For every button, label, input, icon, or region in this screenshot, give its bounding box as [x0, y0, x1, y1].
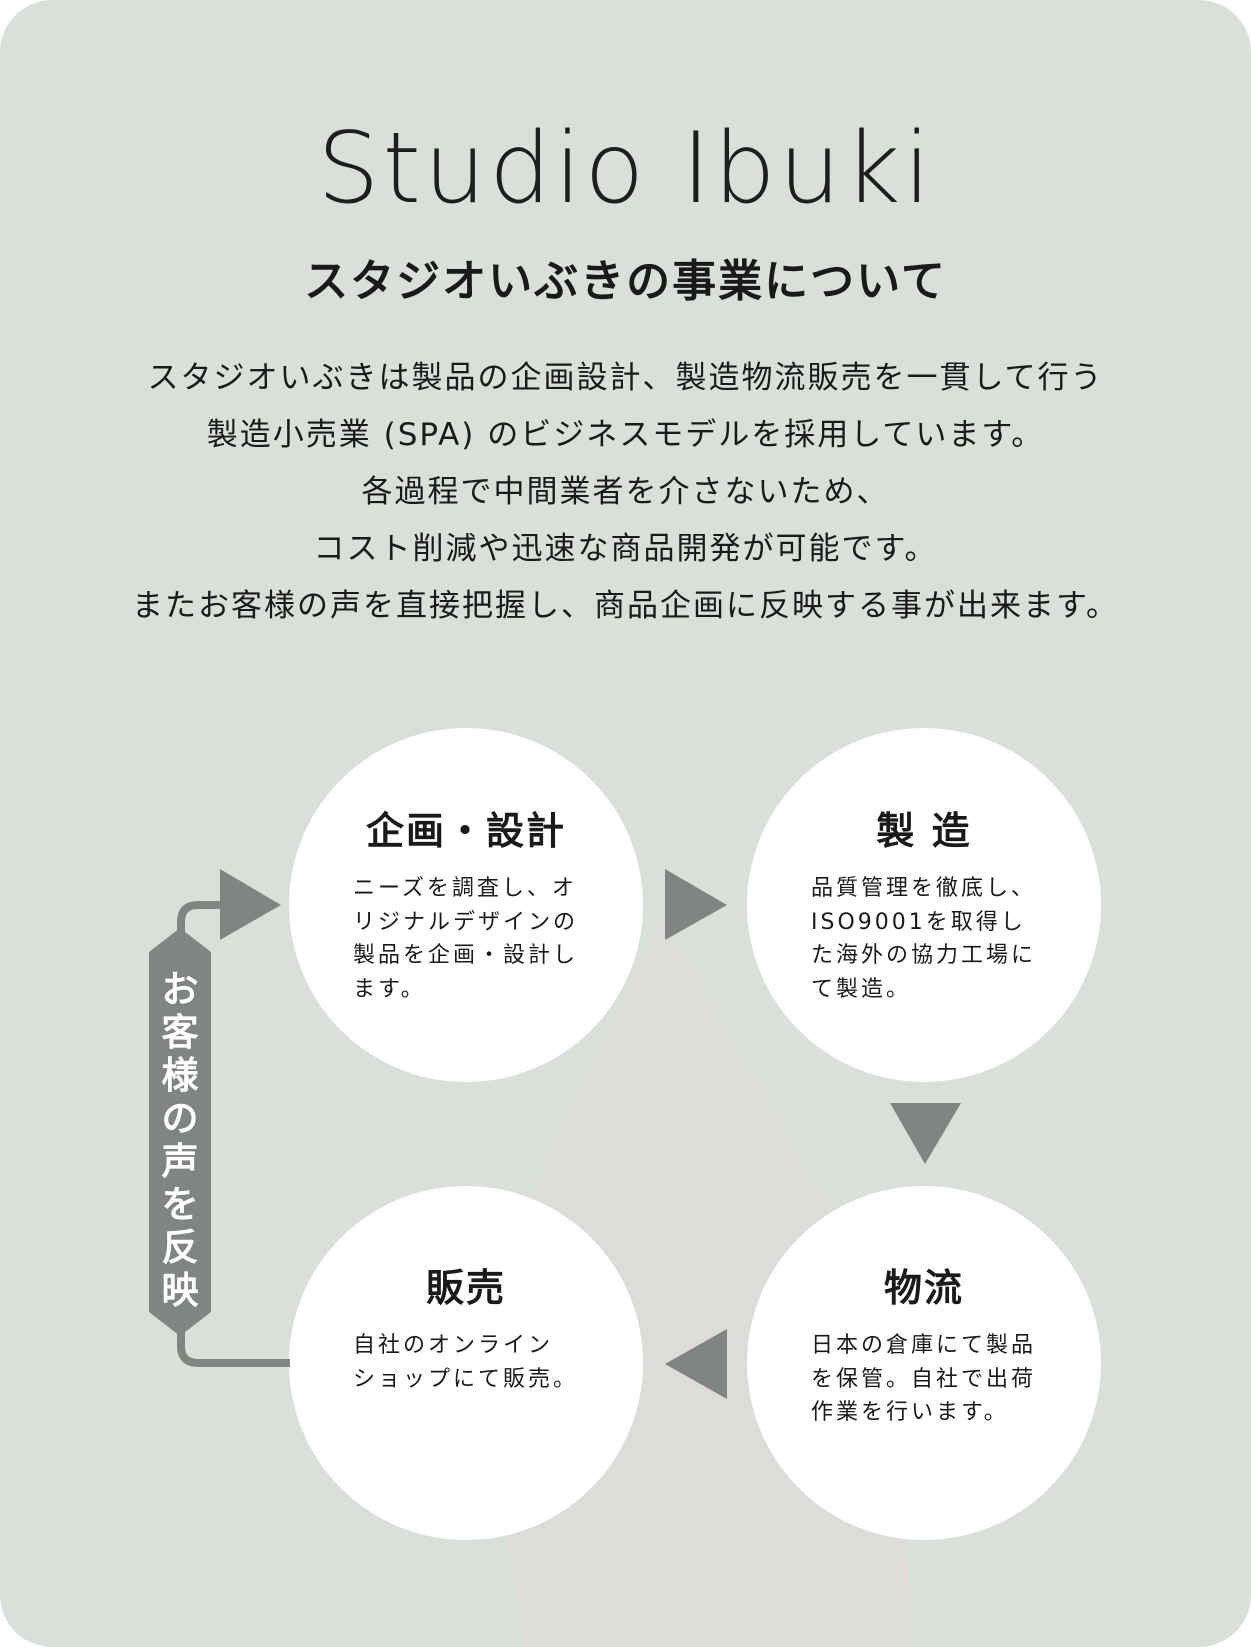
intro-text: スタジオいぶきは製品の企画設計、製造物流販売を一貫して行う 製造小売業 (SPA… [0, 350, 1251, 635]
step-body-planning: ニーズを調査し、オ リジナルデザインの 製品を企画・設計し ます。 [353, 872, 593, 1006]
step-body-line: ます。 [353, 976, 426, 1002]
intro-line: コスト削減や迅速な商品開発が可能です。 [313, 531, 938, 567]
arrow-right-icon [665, 869, 727, 940]
intro-line: 製造小売業 (SPA) のビジネスモデルを採用しています。 [206, 417, 1045, 453]
feedback-char: を [161, 1183, 199, 1226]
feedback-char: の [161, 1097, 199, 1140]
brand-title: Studio Ibuki [317, 112, 934, 226]
step-body-line: 作業を行います。 [811, 1400, 1009, 1425]
intro-line: またお客様の声を直接把握し、商品企画に反映する事が出来ます。 [132, 588, 1119, 624]
intro-line: スタジオいぶきは製品の企画設計、製造物流販売を一貫して行う [147, 360, 1104, 396]
arrow-left-icon [665, 1329, 727, 1399]
step-title-sales: 販売 [425, 1266, 506, 1310]
step-body-line: 自社のオンライン [353, 1333, 554, 1358]
step-body-line: 日本の倉庫にて製品 [811, 1333, 1037, 1358]
feedback-connector-bottom [177, 1330, 290, 1367]
circle-manufacturing [747, 728, 1101, 1082]
feedback-banner [149, 928, 211, 1336]
step-body-line: ISO9001を取得し [811, 909, 1026, 935]
step-body-manufacturing: 品質管理を徹底し、 ISO9001を取得し た海外の協力工場に て製造。 [811, 872, 1051, 1006]
step-body-sales: 自社のオンライン ショップにて販売。 [353, 1329, 593, 1396]
feedback-connector-top [177, 901, 225, 935]
circle-sales [289, 1186, 643, 1540]
feedback-char: お [161, 968, 199, 1011]
step-body-logistics: 日本の倉庫にて製品 を保管。自社で出荷 作業を行います。 [811, 1329, 1051, 1430]
step-body-line: て製造。 [811, 976, 912, 1002]
step-title-planning: 企画・設計 [365, 809, 566, 853]
step-body-line: た海外の協力工場に [811, 943, 1037, 968]
step-body-line: 製品を企画・設計し [353, 943, 579, 968]
step-title-logistics: 物流 [883, 1266, 964, 1310]
step-body-line: ニーズを調査し、オ [353, 876, 577, 901]
step-body-line: ショップにて販売。 [353, 1366, 579, 1392]
circle-planning [289, 728, 643, 1082]
feedback-char: 声 [161, 1140, 199, 1183]
feedback-char: 様 [161, 1054, 199, 1097]
feedback-char: 映 [161, 1269, 199, 1312]
feedback-char: 反 [161, 1226, 199, 1269]
feedback-char: 客 [161, 1011, 199, 1054]
arrow-down-icon [890, 1103, 961, 1164]
circle-logistics [747, 1186, 1101, 1540]
step-body-line: を保管。自社で出荷 [811, 1366, 1037, 1392]
step-title-manufacturing: 製 造 [876, 809, 972, 853]
step-body-line: リジナルデザインの [353, 909, 579, 935]
feedback-label: お 客 様 の 声 を 反 映 [149, 968, 211, 1312]
feedback-arrow-icon [220, 869, 281, 940]
step-body-line: 品質管理を徹底し、 [811, 876, 1037, 901]
page-subtitle: スタジオいぶきの事業について [304, 256, 947, 307]
intro-line: 各過程で中間業者を介さないため、 [361, 474, 890, 510]
